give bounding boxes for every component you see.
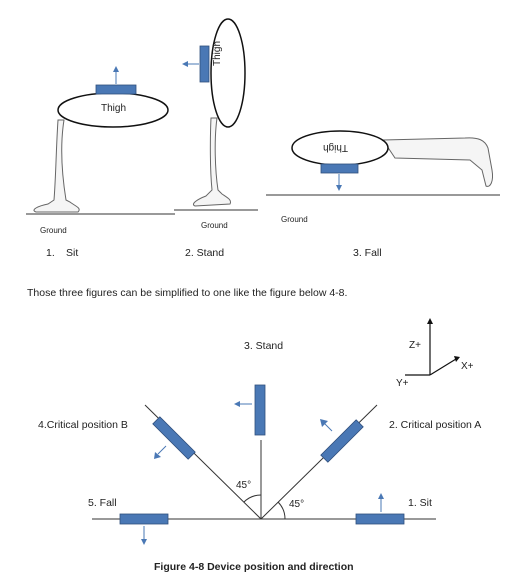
fall-leg bbox=[382, 137, 493, 187]
fall-panel bbox=[266, 130, 500, 196]
sit-ground-label: Ground bbox=[40, 226, 67, 235]
fall-thigh-label: Thigh bbox=[323, 142, 349, 153]
stand-ground-label: Ground bbox=[201, 221, 228, 230]
fall-diagram-arrow-head bbox=[141, 539, 147, 545]
critical-b-device bbox=[152, 416, 196, 460]
critical-a-label: 2. Critical position A bbox=[389, 419, 482, 431]
stand-diagram-arrow-head bbox=[234, 401, 240, 407]
figure-caption: Figure 4-8 Device position and direction bbox=[154, 561, 354, 573]
stand-leg bbox=[192, 117, 231, 207]
sit-caption: Sit bbox=[66, 247, 79, 259]
stand-arrow-head bbox=[182, 61, 188, 67]
critical-a-arrow-shaft bbox=[323, 422, 333, 432]
z-axis-label: Z+ bbox=[409, 340, 421, 351]
sit-number: 1. bbox=[46, 247, 55, 259]
stand-device bbox=[199, 45, 210, 83]
sit-position-label: 1. Sit bbox=[408, 497, 432, 509]
x-axis bbox=[429, 358, 457, 376]
stand-diagram-device bbox=[254, 384, 266, 436]
fall-diagram-device bbox=[119, 513, 169, 525]
fall-device bbox=[320, 163, 359, 174]
stand-caption: 2. Stand bbox=[185, 247, 225, 259]
sit-panel bbox=[26, 66, 175, 215]
angle-left-label: 45° bbox=[236, 480, 252, 491]
stand-thigh-label: Thigh bbox=[212, 40, 223, 66]
angle-right-label: 45° bbox=[289, 499, 305, 510]
critical-b-arrow-head bbox=[154, 452, 161, 459]
angle-arc-right bbox=[277, 501, 286, 520]
fall-ground-label: Ground bbox=[281, 215, 308, 224]
sit-diagram-device bbox=[355, 513, 405, 525]
stand-panel bbox=[174, 18, 258, 211]
sit-diagram-arrow-head bbox=[378, 493, 384, 499]
critical-b-label: 4.Critical position B bbox=[38, 419, 128, 431]
fall-position-label: 5. Fall bbox=[88, 497, 117, 509]
y-axis-label: Y+ bbox=[396, 378, 409, 389]
sit-leg bbox=[33, 119, 80, 213]
critical-a-arrow-head bbox=[320, 419, 328, 427]
critical-a-device bbox=[320, 419, 364, 463]
critical-b-arrow-shaft bbox=[157, 445, 167, 455]
position-diagram bbox=[92, 318, 460, 545]
angle-arc-left bbox=[243, 494, 262, 503]
stand-position-label: 3. Stand bbox=[244, 340, 284, 352]
x-axis-arrow-head bbox=[454, 356, 460, 362]
fall-caption: 3. Fall bbox=[353, 247, 382, 259]
x-axis-label: X+ bbox=[461, 361, 474, 372]
fall-arrow-head bbox=[336, 185, 342, 191]
z-axis-arrow-head bbox=[427, 318, 433, 324]
intro-text: Those three figures can be simplified to… bbox=[27, 287, 348, 299]
sit-thigh-label: Thigh bbox=[101, 103, 127, 114]
sit-device bbox=[95, 84, 137, 95]
stand-thigh-ellipse bbox=[210, 18, 246, 128]
sit-arrow-head bbox=[113, 66, 119, 72]
